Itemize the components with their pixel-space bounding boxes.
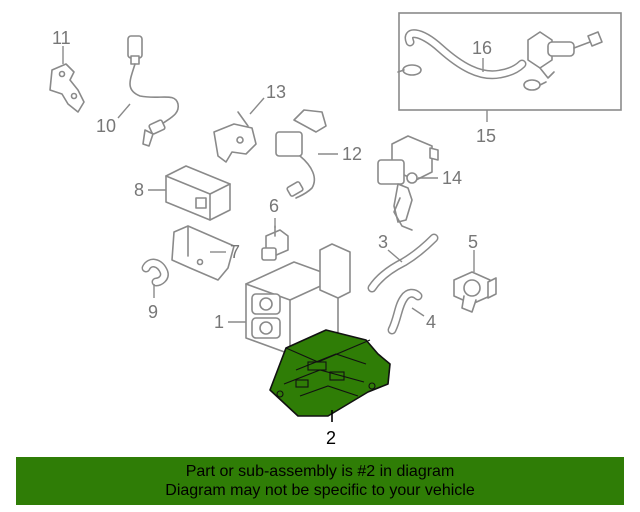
clamp-icon-right <box>523 79 547 91</box>
callout-14[interactable]: 14 <box>442 168 462 188</box>
clamp-icon-left <box>397 64 422 76</box>
banner-line-2: Diagram may not be specific to your vehi… <box>165 482 475 499</box>
callout-12[interactable]: 12 <box>342 144 362 164</box>
part-14-solenoid[interactable] <box>377 135 439 231</box>
part-13-bracket[interactable] <box>213 111 257 163</box>
part-8-module[interactable] <box>165 165 231 221</box>
callout-7[interactable]: 7 <box>230 242 240 262</box>
banner-line-1: Part or sub-assembly is #2 in diagram <box>185 463 455 480</box>
callout-6[interactable]: 6 <box>269 196 279 216</box>
part-2-tray[interactable] <box>269 329 391 417</box>
part-3-hose[interactable] <box>367 233 439 293</box>
callouts: 11 10 13 12 8 14 6 7 9 1 3 4 5 16 15 2 <box>52 28 496 448</box>
callout-4[interactable]: 4 <box>426 312 436 332</box>
callout-16[interactable]: 16 <box>472 38 492 58</box>
callout-8[interactable]: 8 <box>134 180 144 200</box>
part-12-sensor[interactable] <box>275 109 327 199</box>
inset-box-15 <box>397 12 622 111</box>
callout-3[interactable]: 3 <box>378 232 388 252</box>
callout-5[interactable]: 5 <box>468 232 478 252</box>
part-5-valve[interactable] <box>453 271 497 313</box>
callout-10[interactable]: 10 <box>96 116 116 136</box>
part-11-bracket[interactable] <box>49 63 85 113</box>
leader-lines <box>62 46 488 422</box>
part-7-bracket[interactable] <box>171 225 235 281</box>
callout-11[interactable]: 11 <box>52 28 71 48</box>
part-10-sensor[interactable] <box>127 35 180 147</box>
callout-13[interactable]: 13 <box>266 82 286 102</box>
callout-1[interactable]: 1 <box>214 312 224 332</box>
part-9-hose[interactable] <box>141 258 169 287</box>
callout-9[interactable]: 9 <box>148 302 158 322</box>
callout-15[interactable]: 15 <box>476 126 496 146</box>
part-4-hose[interactable] <box>387 288 423 335</box>
callout-2[interactable]: 2 <box>326 428 336 448</box>
info-banner: Part or sub-assembly is #2 in diagram Di… <box>16 457 624 505</box>
purge-valve-icon <box>527 31 603 79</box>
part-1-canister[interactable] <box>245 243 351 355</box>
part-6-valve[interactable] <box>261 225 289 261</box>
